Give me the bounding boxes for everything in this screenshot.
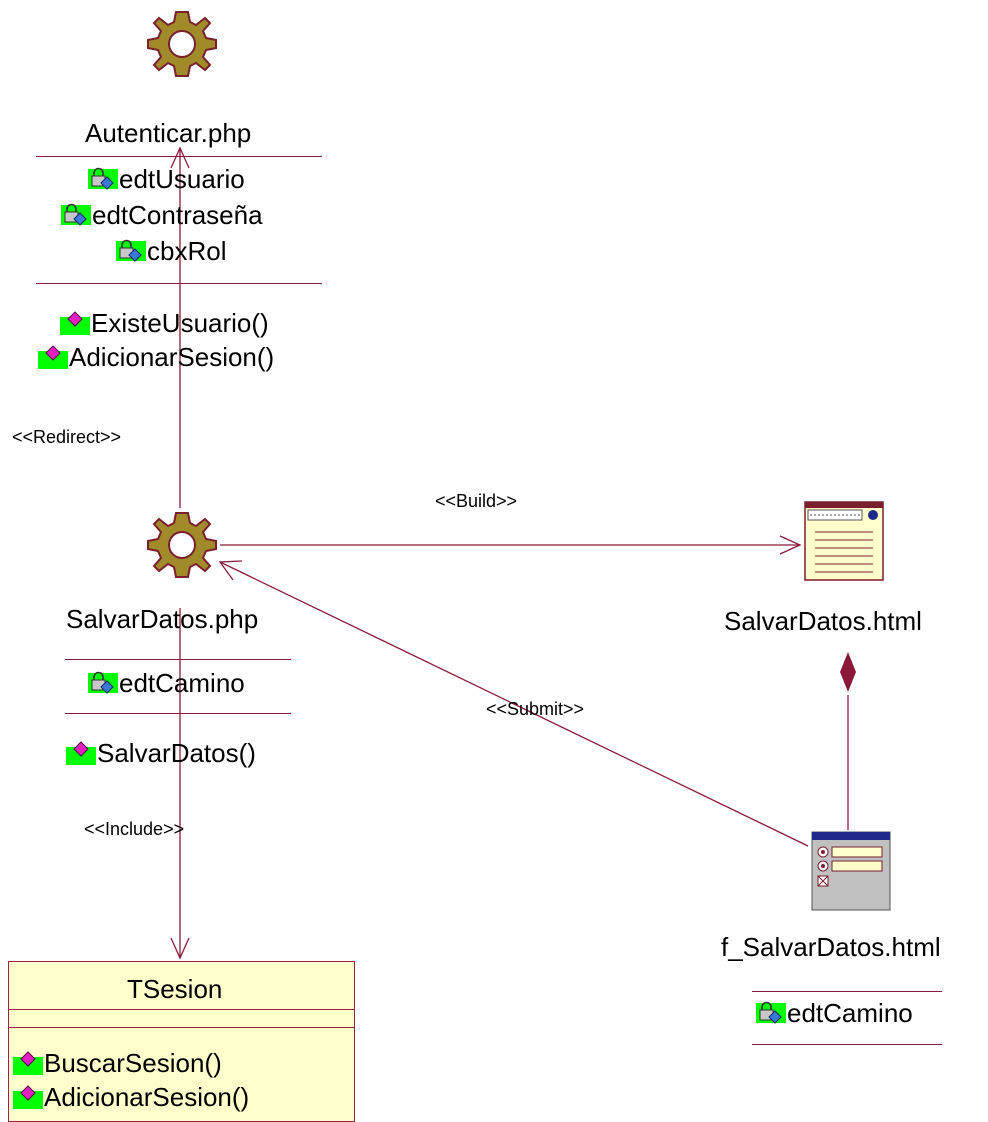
- locked-attribute-icon: [88, 167, 118, 191]
- attribute-label: edtCamino: [787, 998, 913, 1028]
- operation-icon: [66, 741, 96, 765]
- operation-icon: [60, 311, 90, 335]
- autenticar-title[interactable]: Autenticar.php: [85, 118, 252, 148]
- attribute-label: edtUsuario: [119, 164, 245, 194]
- locked-attribute-icon: [88, 671, 118, 695]
- locked-attribute-icon: [756, 1001, 786, 1025]
- tsesion-op-buscarsesion: BuscarSesion(): [13, 1050, 222, 1076]
- operation-label: AdicionarSesion(): [69, 342, 275, 372]
- f-salvardatos-divider-top: [752, 991, 942, 992]
- tsesion-title: TSesion: [127, 974, 223, 1004]
- autenticar-attr-usuario: edtUsuario: [88, 166, 245, 192]
- f-salvardatos-attr-camino: edtCamino: [756, 1000, 913, 1026]
- salvardatos-php-divider-top: [65, 659, 291, 660]
- composition-link: [840, 652, 856, 830]
- operation-icon: [38, 345, 68, 369]
- autenticar-divider-top: [36, 156, 322, 157]
- autenticar-op-adicionarsesion: AdicionarSesion(): [38, 344, 274, 370]
- locked-attribute-icon: [116, 239, 146, 263]
- autenticar-op-existeusuario: ExisteUsuario(): [60, 310, 269, 336]
- salvardatos-php-attr-camino: edtCamino: [88, 670, 245, 696]
- submit-arrow: [218, 560, 809, 847]
- autenticar-gear-icon[interactable]: [147, 11, 217, 77]
- redirect-stereotype: <<Redirect>>: [12, 427, 122, 447]
- attribute-label: cbxRol: [147, 236, 227, 266]
- submit-stereotype: <<Submit>>: [486, 699, 585, 719]
- operation-label: BuscarSesion(): [44, 1048, 222, 1078]
- tsesion-class[interactable]: TSesion BuscarSesion() AdicionarSesion(): [8, 961, 355, 1122]
- operation-label: ExisteUsuario(): [91, 308, 269, 338]
- build-stereotype: <<Build>>: [435, 491, 518, 511]
- salvardatos-php-gear-icon[interactable]: [147, 512, 217, 578]
- salvardatos-html-title[interactable]: SalvarDatos.html: [724, 606, 922, 636]
- build-arrow: [220, 535, 802, 555]
- f-salvardatos-title[interactable]: f_SalvarDatos.html: [721, 932, 941, 962]
- salvardatos-php-divider-bottom: [65, 713, 291, 714]
- tsesion-divider-1: [9, 1009, 354, 1010]
- include-arrow: [170, 608, 190, 960]
- locked-attribute-icon: [61, 203, 91, 227]
- attribute-label: edtCamino: [119, 668, 245, 698]
- tsesion-op-adicionarsesion: AdicionarSesion(): [13, 1084, 249, 1110]
- web-page-icon[interactable]: [804, 501, 884, 581]
- salvardatos-php-title[interactable]: SalvarDatos.php: [66, 604, 259, 634]
- include-stereotype: <<Include>>: [84, 819, 185, 839]
- autenticar-attr-contrasena: edtContraseña: [61, 202, 263, 228]
- redirect-arrow: [170, 146, 190, 508]
- operation-icon: [13, 1051, 43, 1075]
- form-icon[interactable]: [811, 831, 891, 911]
- operation-label: SalvarDatos(): [97, 738, 256, 768]
- tsesion-divider-2: [9, 1027, 354, 1028]
- operation-label: AdicionarSesion(): [44, 1082, 250, 1112]
- salvardatos-php-op-salvardatos: SalvarDatos(): [66, 740, 256, 766]
- operation-icon: [13, 1085, 43, 1109]
- autenticar-divider-bottom: [36, 283, 322, 284]
- autenticar-attr-rol: cbxRol: [116, 238, 226, 264]
- f-salvardatos-divider-bottom: [752, 1044, 942, 1045]
- attribute-label: edtContraseña: [92, 200, 263, 230]
